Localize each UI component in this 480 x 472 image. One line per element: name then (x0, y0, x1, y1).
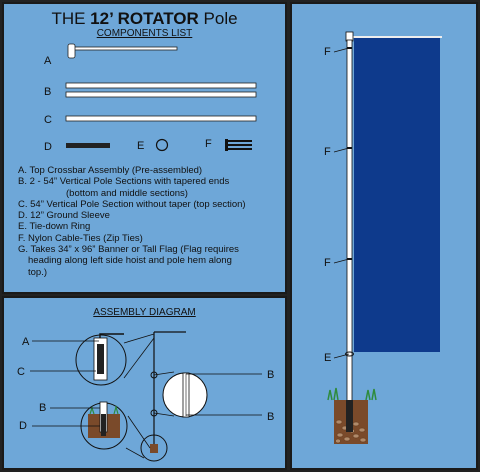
title-bold: 12’ ROTATOR (90, 9, 199, 28)
assembly-joint (150, 409, 158, 417)
assembly-label-d: D (19, 420, 27, 432)
flag-label-f-bottom: F (324, 257, 331, 269)
flag-label-f-top: F (324, 46, 331, 58)
components-list: A. Top Crossbar Assembly (Pre-assembled)… (18, 165, 286, 278)
assembly-label-a: A (22, 336, 30, 348)
component-label-c: C (44, 114, 52, 126)
assembly-label-b-right-top: B (267, 369, 275, 381)
flag-banner (354, 38, 440, 352)
zip-tie (347, 47, 352, 49)
list-item: F. Nylon Cable-Ties (Zip Ties) (18, 232, 143, 244)
assembly-label-b-right-bottom: B (267, 411, 275, 423)
assembly-base-circle (140, 434, 168, 462)
assembly-base-soil (150, 444, 158, 453)
pole-section-c-illustration (65, 115, 257, 122)
assembly-joint (150, 371, 158, 379)
ground-sleeve (346, 400, 353, 432)
list-item: E. Tie-down Ring (18, 221, 91, 233)
flag-label-f-middle: F (324, 146, 331, 158)
tie-down-ring (345, 351, 354, 357)
list-item: (bottom and middle sections) (66, 187, 188, 199)
ring-leader (333, 353, 350, 359)
pole-section-b1-illustration (65, 82, 257, 89)
zip-ties-illustration (225, 139, 252, 151)
zip-tie-leader (333, 47, 350, 53)
zip-tie-leader (333, 147, 350, 153)
components-panel: THE 12’ ROTATOR Pole COMPONENTS LIST A B… (2, 2, 287, 294)
components-subtitle: COMPONENTS LIST (96, 28, 193, 39)
component-label-b: B (44, 86, 52, 98)
list-item: heading along left side hoist and pole h… (28, 255, 232, 267)
components-drawing (65, 43, 257, 152)
tie-down-ring-illustration (155, 138, 169, 152)
component-label-a: A (44, 55, 52, 67)
zip-tie-leader (333, 258, 350, 264)
pole-section-b2-illustration (65, 91, 257, 98)
assembly-label-c: C (17, 366, 25, 378)
assembly-drawing (30, 331, 262, 462)
ground-sleeve-illustration (66, 143, 110, 148)
page-title: THE 12’ ROTATOR Pole (4, 10, 285, 28)
component-label-e: E (137, 140, 145, 152)
assembly-label-b-left: B (39, 402, 47, 414)
crossbar-assembly-illustration (67, 43, 178, 59)
flag-pole (346, 39, 353, 403)
list-item: G. Takes 34” x 96” Banner or Tall Flag (… (18, 244, 239, 256)
assembly-title: ASSEMBLY DIAGRAM (93, 307, 196, 318)
component-label-d: D (44, 141, 52, 153)
list-item: A. Top Crossbar Assembly (Pre-assembled) (18, 165, 203, 176)
grass (327, 387, 377, 401)
middle-detail-callout (153, 371, 262, 418)
flag-drawing (327, 31, 442, 444)
component-label-f: F (205, 138, 212, 150)
assembly-panel: ASSEMBLY DIAGRAM A C B D B B (2, 296, 287, 470)
list-item: B. 2 - 54” Vertical Pole Sections with t… (18, 176, 230, 188)
flag-label-e: E (324, 352, 332, 364)
bottom-detail-callout (32, 401, 151, 459)
list-item: D. 12” Ground Sleeve (18, 210, 110, 222)
flag-panel: F F F E (290, 2, 478, 470)
top-detail-callout (30, 333, 155, 386)
title-suffix: Pole (198, 9, 238, 28)
zip-tie (347, 258, 352, 260)
list-item: top.) (28, 266, 48, 278)
zip-tie (347, 147, 352, 149)
list-item: C. 54” Vertical Pole Section without tap… (18, 198, 246, 210)
title-prefix: THE (51, 9, 91, 28)
